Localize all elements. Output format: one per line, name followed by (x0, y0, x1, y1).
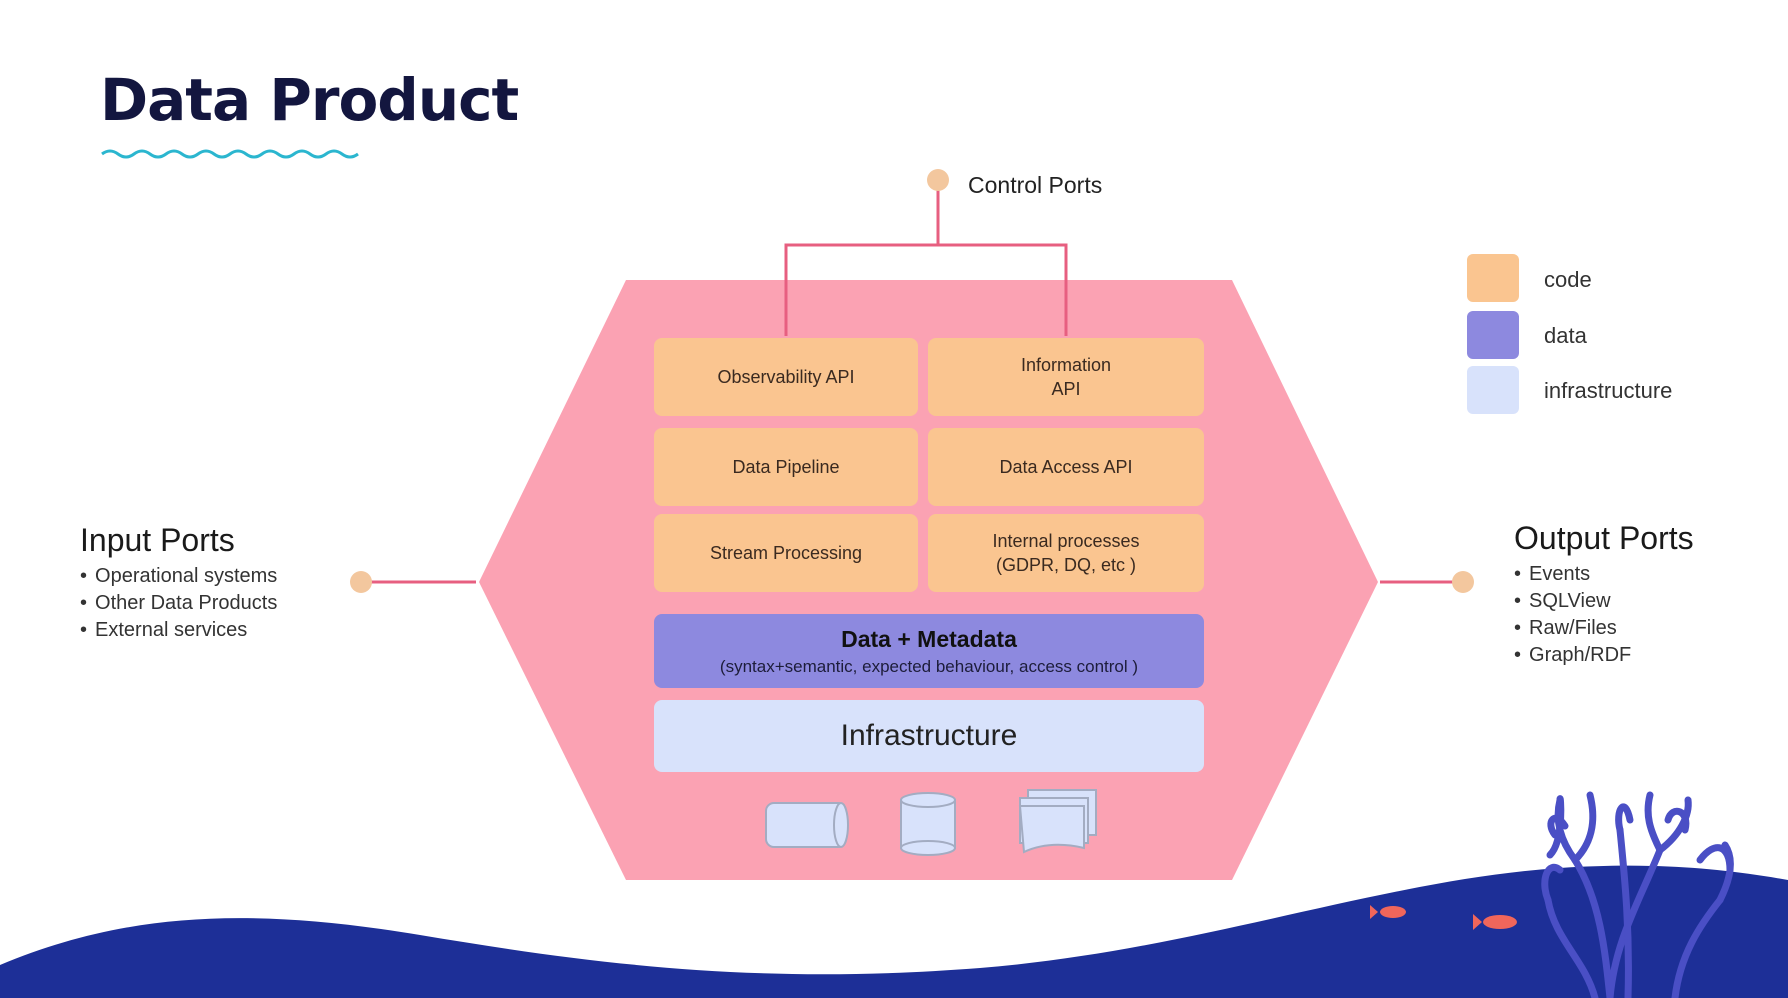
list-item: Other Data Products (80, 590, 277, 617)
control-port-dot (927, 169, 949, 191)
legend-swatch-data (1467, 311, 1519, 359)
list-item: External services (80, 617, 277, 644)
list-item: Raw/Files (1514, 615, 1631, 642)
data-metadata-subtitle: (syntax+semantic, expected behaviour, ac… (719, 657, 1139, 676)
output-ports-title: Output Ports (1514, 520, 1694, 556)
data-pipeline-box: Data Pipeline (654, 428, 918, 506)
file-stack-icon (1018, 789, 1097, 854)
list-item: Operational systems (80, 563, 277, 590)
list-item: Events (1514, 561, 1631, 588)
data-metadata-layer: Data + Metadata (syntax+semantic, expect… (654, 614, 1204, 688)
legend-label-data: data (1544, 323, 1587, 348)
storage-drum-icon (765, 802, 849, 848)
legend-label-code: code (1544, 267, 1592, 292)
stream-processing-box: Stream Processing (654, 514, 918, 592)
ocean-wave (0, 865, 1788, 998)
legend-swatch-infrastructure (1467, 366, 1519, 414)
control-ports-label: Control Ports (968, 172, 1103, 198)
legend-label-infrastructure: infrastructure (1544, 378, 1673, 403)
output-port-dot (1452, 571, 1474, 593)
input-ports-title: Input Ports (80, 522, 235, 558)
page-title: Data Product (100, 66, 519, 134)
title-underline (101, 149, 359, 159)
output-ports-list: Events SQLView Raw/Files Graph/RDF (1514, 561, 1631, 669)
coral-icon (1541, 791, 1734, 998)
blank-panel (1338, 60, 1730, 160)
information-api-box: Information API (928, 338, 1204, 416)
input-port-dot (350, 571, 372, 593)
observability-api-box: Observability API (654, 338, 918, 416)
data-metadata-title: Data + Metadata (841, 626, 1017, 652)
legend-swatch-code (1467, 254, 1519, 302)
fish-icon (1370, 905, 1517, 930)
database-cylinder-icon (900, 792, 956, 856)
infrastructure-layer: Infrastructure (654, 700, 1204, 772)
list-item: Graph/RDF (1514, 642, 1631, 669)
data-access-api-box: Data Access API (928, 428, 1204, 506)
list-item: SQLView (1514, 588, 1631, 615)
internal-processes-box: Internal processes (GDPR, DQ, etc ) (928, 514, 1204, 592)
input-ports-list: Operational systems Other Data Products … (80, 563, 277, 644)
